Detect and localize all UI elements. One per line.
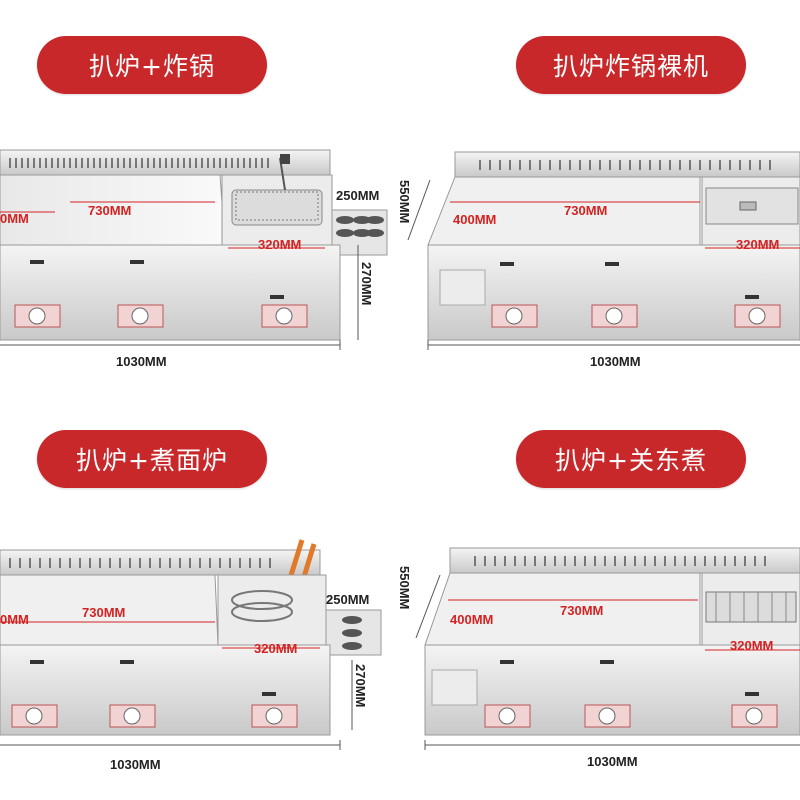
title-pill-griddle-fryer-bare: 扒炉炸锅裸机 [516, 36, 746, 94]
title-label: 扒炉炸锅裸机 [552, 52, 709, 81]
griddle-oden-machine [415, 547, 800, 750]
title-label: 扒炉+炸锅 [89, 52, 215, 81]
title-label: 扒炉+煮面炉 [76, 446, 228, 475]
dim-depth: 250MM [326, 592, 370, 607]
dim-griddle-width: 730MM [560, 603, 604, 618]
dim-cooker-width: 320MM [254, 641, 298, 656]
dim-total: 1030MM [116, 354, 167, 369]
dim-left-cut: 0MM [0, 211, 29, 226]
dim-left: 400MM [453, 212, 497, 227]
dim-depth-side: 550MM [397, 180, 412, 224]
dim-griddle-width: 730MM [82, 605, 126, 620]
dim-griddle-width: 730MM [564, 203, 608, 218]
griddle-fryer-bare-machine [407, 151, 800, 350]
dim-left: 400MM [450, 612, 494, 627]
dim-total: 1030MM [590, 354, 641, 369]
title-pill-griddle-fryer: 扒炉+炸锅 [37, 36, 267, 94]
dim-fryer-width: 320MM [258, 237, 302, 252]
griddle-fryer-machine [0, 149, 388, 350]
dim-griddle-width: 730MM [88, 203, 132, 218]
dim-left-cut: 0MM [0, 612, 29, 627]
title-pill-griddle-noodle: 扒炉+煮面炉 [37, 430, 267, 488]
dim-pot-width: 320MM [730, 638, 774, 653]
dim-total: 1030MM [110, 757, 161, 772]
dim-depth: 250MM [336, 188, 380, 203]
dim-depth-side: 550MM [397, 566, 412, 610]
dim-fryer-width: 320MM [736, 237, 780, 252]
title-pill-griddle-oden: 扒炉+关东煮 [516, 430, 746, 488]
dim-height: 270MM [353, 664, 368, 708]
dim-height: 270MM [359, 262, 374, 306]
dim-total: 1030MM [587, 754, 638, 769]
title-label: 扒炉+关东煮 [555, 446, 707, 475]
griddle-noodle-machine [0, 539, 382, 750]
